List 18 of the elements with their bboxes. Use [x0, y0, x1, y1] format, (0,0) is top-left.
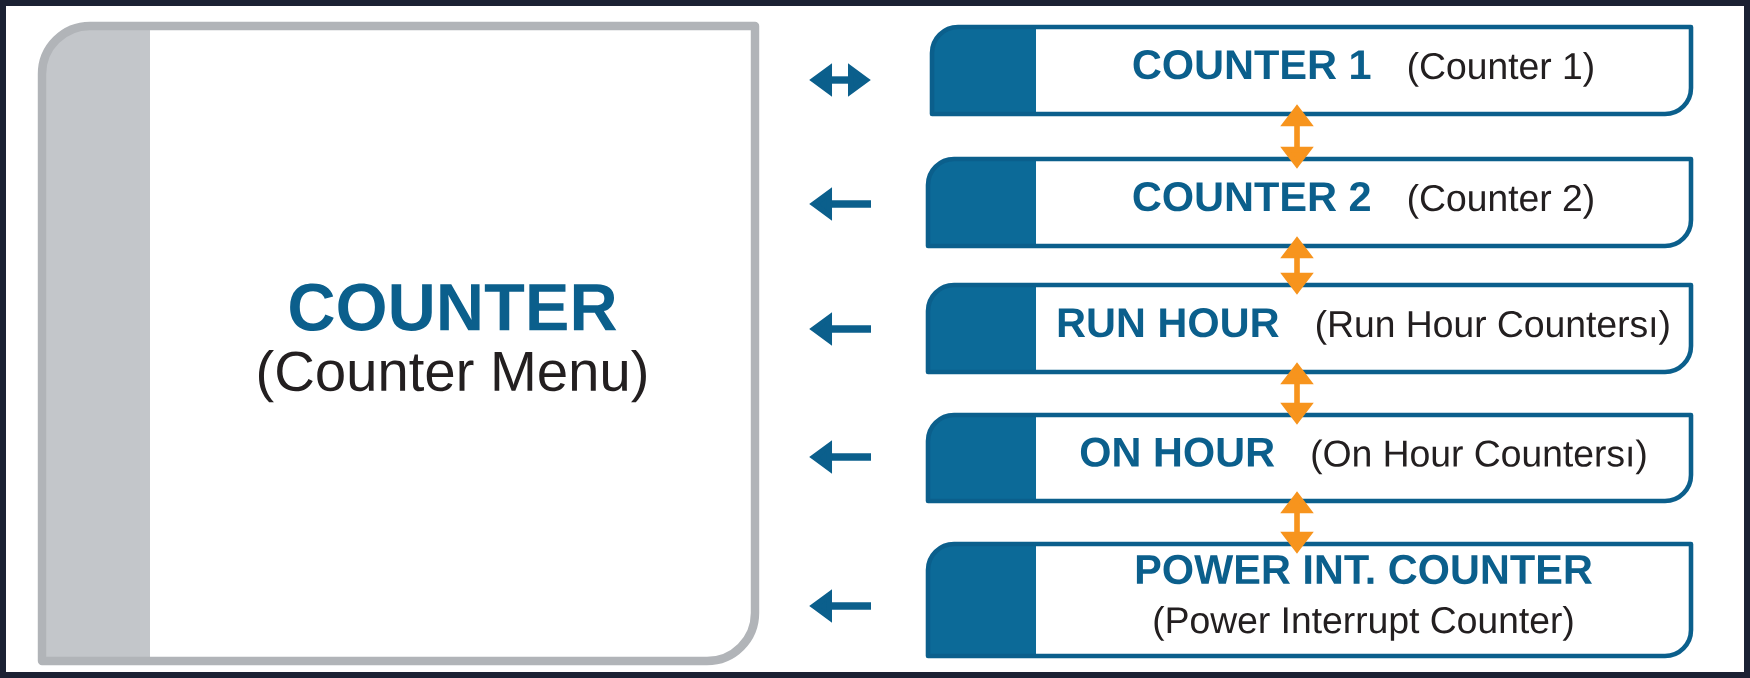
menu-box — [925, 282, 1694, 375]
menu-box — [925, 412, 1694, 504]
menu-box — [925, 541, 1694, 659]
menu-title: RUN HOUR — [1058, 308, 1279, 338]
menu-title: ON HOUR — [1080, 437, 1275, 467]
menu-title: COUNTER 2 — [1133, 182, 1370, 212]
menu-box — [925, 156, 1694, 249]
menu-title: COUNTER — [290, 283, 617, 331]
menu-subtitle: (Run Hour Countersı) — [1317, 309, 1669, 345]
menu-subtitle: (On Hour Countersı) — [1312, 439, 1646, 475]
menu-box — [929, 24, 1694, 117]
menu-subtitle: (Counter Menu) — [259, 350, 646, 403]
menu-subtitle: (Counter 2) — [1409, 183, 1593, 219]
menu-subtitle: (Counter 1) — [1409, 51, 1593, 87]
menu-title: COUNTER 1 — [1133, 50, 1371, 80]
menu-title: POWER INT. COUNTER — [1136, 554, 1593, 585]
menu-subtitle: (Power Interrupt Counter) — [1154, 606, 1573, 641]
menu-panel — [37, 21, 760, 666]
